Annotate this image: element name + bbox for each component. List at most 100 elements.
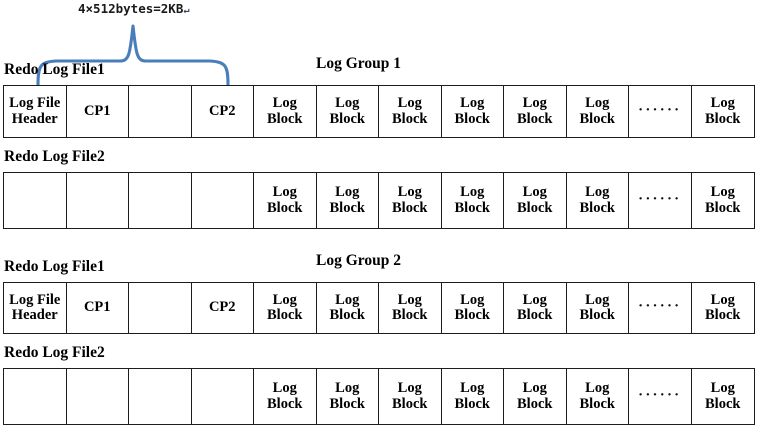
cell-text-line2: Block (705, 199, 741, 216)
cell-text-line1: Log (460, 95, 485, 112)
cell-empty (129, 86, 192, 137)
cell-text: CP2 (208, 299, 236, 316)
cell-text-line1: Log (397, 184, 422, 201)
span-brace (34, 24, 234, 86)
cell-text-line2: Block (329, 307, 365, 323)
cell-text-line1: Log File (9, 95, 61, 112)
cell-text-line1: Log (272, 95, 297, 112)
cell-text-line1: Log (272, 184, 297, 201)
cell-text-line1: Log (710, 184, 735, 201)
cell-text: CP1 (83, 299, 111, 316)
cell-text-line1: CP2 (208, 299, 236, 316)
cell-text-line2: Block (454, 307, 490, 323)
cell-ellipsis: ······ (629, 173, 692, 228)
cell-cp2: CP2 (192, 283, 254, 333)
cell-text-line2: Block (267, 307, 303, 323)
paragraph-mark-icon: ↵ (183, 5, 190, 16)
log-group-1-label: Log Group 1 (316, 55, 401, 72)
ellipsis-dots: ······ (638, 298, 682, 315)
cell-text-line1: Log (710, 95, 735, 112)
cell-text-line1: Log (460, 380, 485, 397)
cell-text-line1: CP1 (83, 102, 111, 119)
cell-cp1: CP1 (67, 86, 129, 137)
cell-text-line1: Log (272, 380, 297, 397)
size-annotation-label: 4×512bytes=2KB↵ (78, 1, 189, 16)
brace-icon (36, 24, 230, 86)
cell-text-line2: Block (705, 307, 741, 323)
cell-text-line2: Header (11, 307, 58, 323)
cell-text: CP2 (208, 102, 236, 119)
ellipsis-dots: ······ (638, 386, 682, 403)
size-annotation-text: 4×512bytes=2KB (78, 1, 184, 16)
cell-text-line1: Log (335, 380, 360, 397)
cell-text-line1: Log (585, 95, 610, 112)
cell-text-line1: Log (397, 380, 422, 397)
ellipsis-dots: ······ (638, 190, 682, 207)
cell-text-line2: Block (579, 199, 615, 216)
cell-text-line1: Log (522, 291, 547, 308)
cell-text-line1: CP1 (83, 299, 111, 316)
cell-text-line1: Log (272, 291, 297, 308)
cell-text-line1: Log (460, 184, 485, 201)
redo-log-file2-label-group2: Redo Log File2 (4, 344, 105, 361)
cell-text-line2: Block (454, 199, 490, 216)
redo-log-file2-label-group1: Redo Log File2 (4, 148, 105, 165)
cell-text-line2: Block (329, 110, 365, 127)
cell-text-line2: Block (579, 307, 615, 323)
cell-text-line1: Log (710, 291, 735, 308)
cell-text-line1: Log (460, 291, 485, 308)
cell-text-line2: Block (517, 199, 553, 216)
cell-text-line1: CP2 (208, 102, 236, 119)
cell-cp1: CP1 (67, 283, 129, 333)
redo-log-file1-label-group1: Redo Log File1 (4, 61, 105, 78)
cell-text-line1: Log (710, 380, 735, 397)
cell-cp2: CP2 (192, 86, 254, 137)
cell-text-line2: Block (329, 395, 365, 412)
cell-text-line2: Block (705, 395, 741, 412)
cell-text-line2: Block (517, 395, 553, 412)
